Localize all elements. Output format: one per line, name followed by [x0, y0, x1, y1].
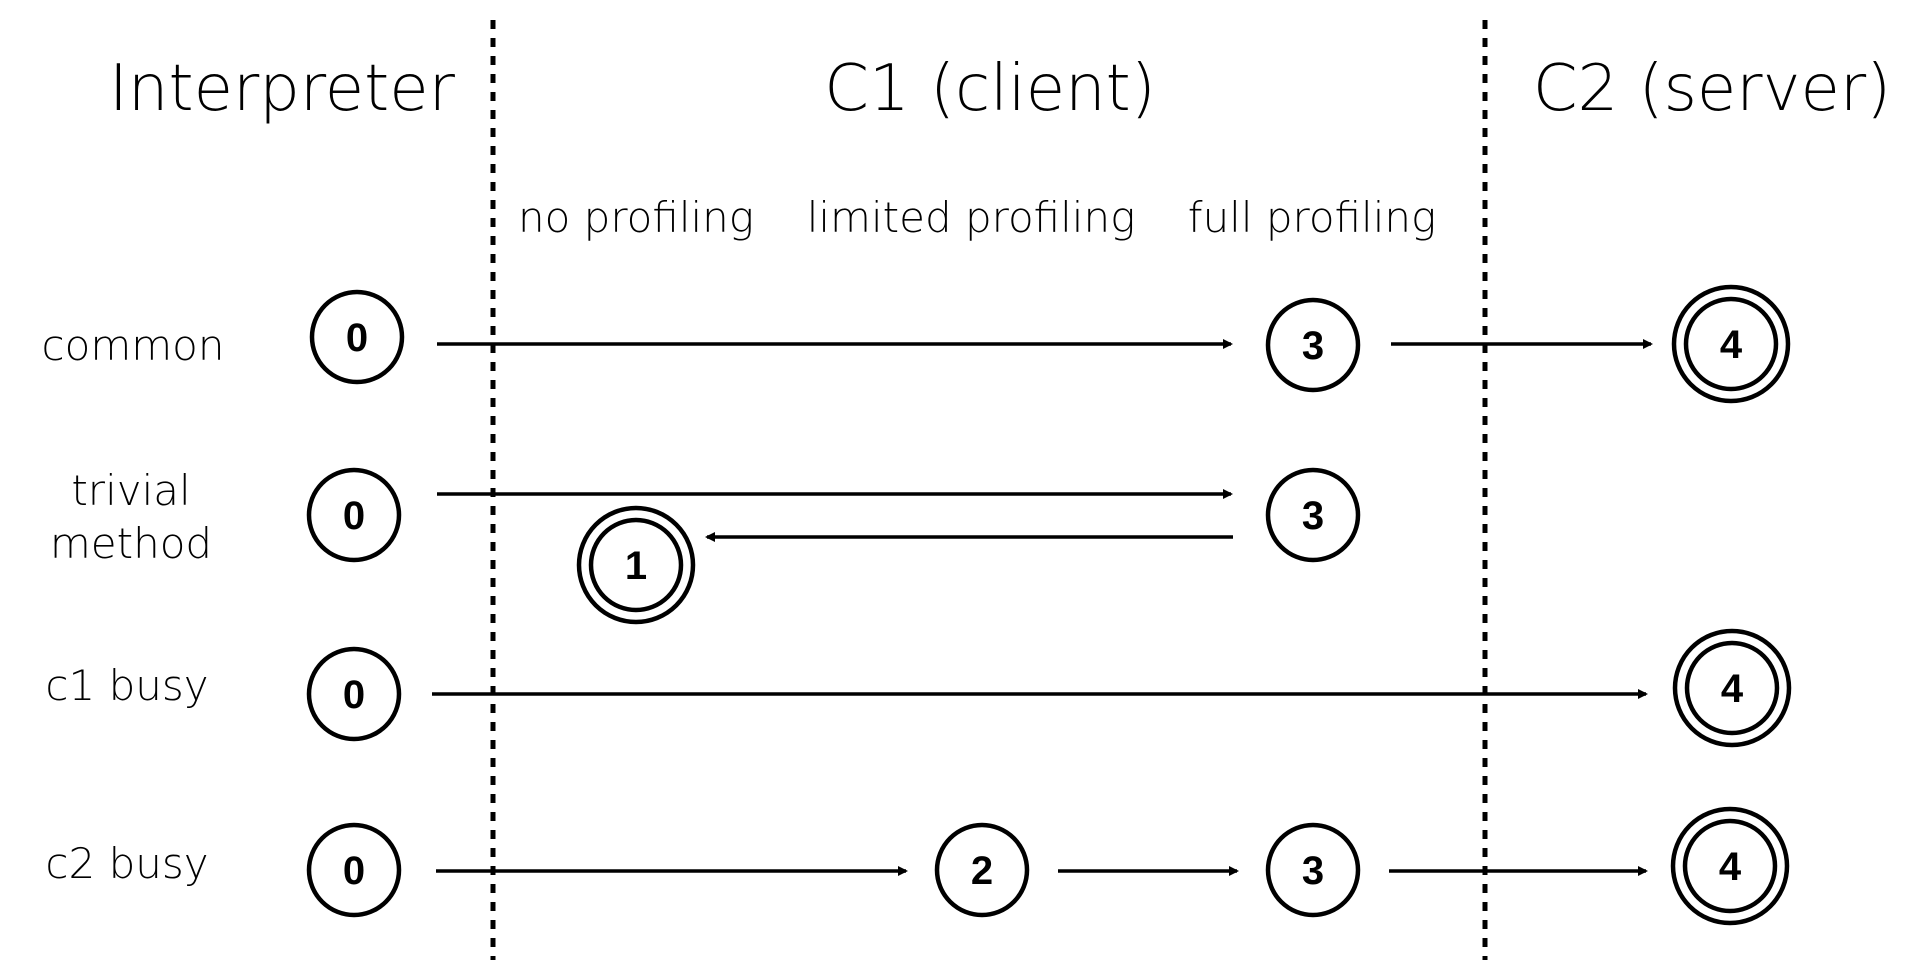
svg-text:0: 0: [343, 673, 365, 717]
state-node: 3: [1265, 467, 1361, 563]
svg-text:3: 3: [1302, 849, 1324, 893]
row-label-trivial-line2: method: [50, 519, 212, 568]
column-title-interpreter: Interpreter: [109, 52, 456, 126]
svg-text:2: 2: [971, 849, 993, 893]
final-state-node: 1: [576, 505, 696, 625]
column-title-c1: C1 (client): [824, 52, 1155, 126]
state-node: 0: [306, 646, 402, 742]
svg-text:1: 1: [625, 544, 647, 588]
svg-text:3: 3: [1302, 324, 1324, 368]
state-node: 3: [1265, 822, 1361, 918]
svg-text:0: 0: [346, 316, 368, 360]
row-label-common: common: [42, 321, 225, 370]
svg-text:4: 4: [1719, 845, 1742, 889]
svg-text:4: 4: [1721, 667, 1744, 711]
column-title-c2: C2 (server): [1533, 52, 1891, 126]
state-node: 0: [309, 289, 405, 385]
svg-text:4: 4: [1720, 323, 1743, 367]
svg-text:0: 0: [343, 849, 365, 893]
svg-text:3: 3: [1302, 494, 1324, 538]
final-state-node: 4: [1670, 806, 1790, 926]
state-node: 2: [934, 822, 1030, 918]
row-common: 0 3 4: [309, 284, 1791, 404]
row-label-c2-busy: c2 busy: [45, 839, 208, 888]
final-state-node: 4: [1672, 628, 1792, 748]
row-c1-busy: 0 4: [306, 628, 1792, 748]
state-node: 3: [1265, 297, 1361, 393]
row-c2-busy: 0 2 3 4: [306, 806, 1790, 926]
subcolumn-full-profiling: full profiling: [1188, 193, 1436, 242]
subcolumn-limited-profiling: limited profiling: [807, 193, 1136, 242]
svg-text:0: 0: [343, 494, 365, 538]
subcolumn-no-profiling: no profiling: [518, 193, 754, 242]
row-trivial-method: 0 3 1: [306, 467, 1361, 625]
final-state-node: 4: [1671, 284, 1791, 404]
state-node: 0: [306, 467, 402, 563]
row-label-c1-busy: c1 busy: [45, 661, 208, 710]
state-node: 0: [306, 822, 402, 918]
row-label-trivial-line1: trivial: [71, 466, 190, 515]
